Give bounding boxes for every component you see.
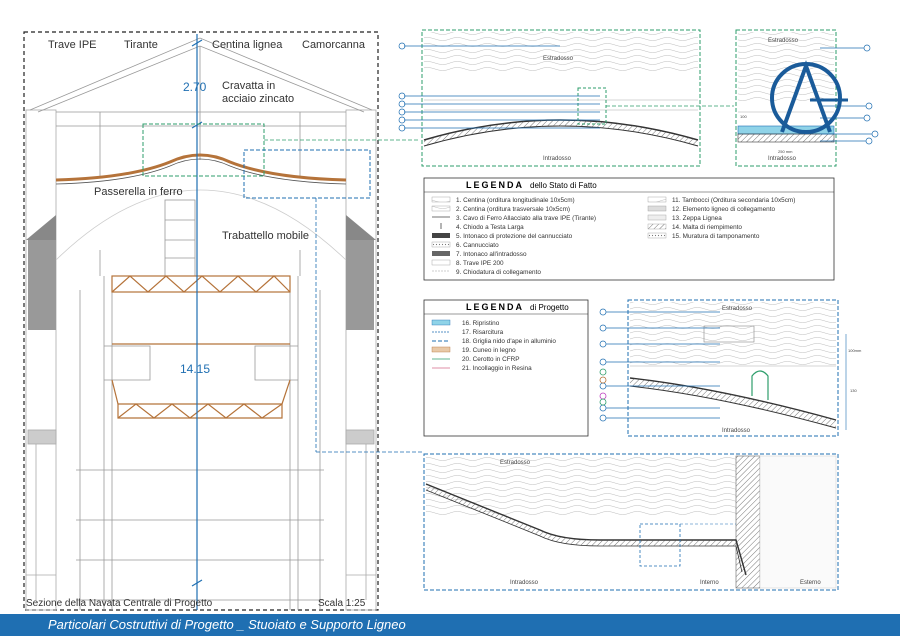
legend-stato-item-4: 4. Chiodo a Testa Larga [456, 224, 524, 231]
detail1-intradosso: Intradosso [543, 156, 572, 162]
label-trabattello: Trabattello mobile [222, 230, 309, 242]
detail4-interno: Interno [700, 580, 719, 586]
detail2-estradosso: Estradosso [768, 38, 799, 44]
dimension-upper: 2.70 [183, 80, 207, 94]
detail-callout-blue [243, 149, 371, 199]
detail4-estradosso: Estradosso [500, 460, 531, 466]
footer-title: Particolari Costruttivi di Progetto _ St… [48, 617, 406, 632]
legend-progetto-title: LEGENDA [466, 302, 524, 312]
legend-stato-item-9: 9. Chiodatura di collegamento [456, 269, 541, 276]
legend-stato-item-3: 3. Cavo di Ferro Allacciato alla trave I… [456, 215, 596, 222]
detail3-dim-130: 130 [850, 388, 857, 393]
detail4-esterno: Esterno [800, 580, 821, 586]
legend-progetto-item-19: 19. Cuneo in legno [462, 347, 516, 354]
section-caption: Sezione della Navata Centrale di Progett… [26, 598, 213, 609]
dimension-main: 14.15 [180, 362, 210, 376]
detail4-intradosso: Intradosso [510, 580, 539, 586]
legend-stato-item-5: 5. Intonaco di protezione del cannucciat… [456, 233, 573, 240]
legend-stato-item-12: 12. Elemento ligneo di collegamento [672, 206, 775, 213]
legend-progetto-item-20: 20. Cerotto in CFRP [462, 356, 520, 363]
detail-node-small: Estradosso Intradosso 250 mm 100 [735, 29, 879, 167]
legend-progetto-swatches [431, 319, 451, 369]
section-frame [23, 31, 379, 611]
label-centina: Centina lignea [212, 39, 283, 51]
legend-progetto-item-17: 17. Risarcitura [462, 329, 504, 336]
label-cravatta-2: acciaio zincato [222, 93, 294, 105]
legend-stato-item-7: 7. Intonaco all'intradosso [456, 251, 527, 258]
detail2-dim-100: 100 [740, 114, 747, 119]
scaffold-truss [111, 275, 291, 419]
scaffold [76, 199, 324, 610]
legend-stato-di-fatto: LEGENDA dello Stato di Fatto 1. Centina … [423, 177, 835, 281]
detail-node-project: Estradosso Intradosso 100mm 130 [599, 299, 862, 437]
legend-progetto-item-16: 16. Ripristino [462, 320, 500, 327]
legend-stato-item-14: 14. Malta di riempimento [672, 224, 742, 231]
legend-stato-item-2: 2. Centina (orditura trasversale 10x5cm) [456, 206, 570, 213]
legend-stato-item-1: 1. Centina (orditura longitudinale 10x5c… [456, 197, 575, 204]
label-cravatta-1: Cravatta in [222, 80, 275, 92]
section-scale: Scala 1:25 [318, 598, 366, 609]
legend-stato-item-11: 11. Tambocci (Orditura secondaria 10x5cm… [672, 197, 795, 204]
legend-stato-title: LEGENDA [466, 180, 524, 190]
legend-stato-item-15: 15. Muratura di tamponamento [672, 233, 760, 240]
drawing-sheet: Trave IPE Tirante Centina lignea Camorca… [23, 29, 879, 611]
legend-progetto-subtitle: di Progetto [530, 303, 569, 312]
detail2-intradosso: Intradosso [768, 156, 797, 162]
navata-section: Trave IPE Tirante Centina lignea Camorca… [23, 31, 424, 611]
detail-support-bottom: Estradosso Intradosso Interno Esterno [423, 453, 839, 591]
label-trave-ipe: Trave IPE [48, 39, 97, 51]
detail1-estradosso: Estradosso [543, 56, 574, 62]
dimension-lines [191, 34, 203, 610]
vault [55, 153, 347, 261]
legend-stato-item-13: 13. Zeppa Lignea [672, 215, 722, 222]
label-tirante: Tirante [124, 39, 158, 51]
legend-stato-item-8: 8. Trave IPE 200 [456, 260, 504, 267]
detail3-estradosso: Estradosso [722, 306, 753, 312]
side-walls [25, 109, 377, 611]
legend-stato-subtitle: dello Stato di Fatto [530, 181, 597, 190]
legend-progetto: LEGENDA di Progetto 16. Ripristino 17. R… [423, 299, 589, 437]
label-passerella: Passerella in ferro [94, 186, 183, 198]
roof-truss [29, 37, 373, 176]
logo-mark [770, 60, 848, 134]
detail3-intradosso: Intradosso [722, 428, 751, 434]
legend-progetto-item-21: 21. Incollaggio in Resina [462, 365, 532, 372]
detail3-dim-100mm: 100mm [848, 348, 862, 353]
detail-arch-top: Estradosso Intradosso [398, 29, 734, 167]
detail2-dim-250: 250 mm [778, 149, 793, 154]
legend-stato-item-6: 6. Cannucciato [456, 242, 499, 249]
label-camorcanna: Camorcanna [302, 39, 366, 51]
footer-title-bar: Particolari Costruttivi di Progetto _ St… [0, 614, 900, 636]
legend-progetto-item-18: 18. Griglia nido d'ape in alluminio [462, 338, 556, 345]
legend-stato-swatches [431, 196, 667, 272]
